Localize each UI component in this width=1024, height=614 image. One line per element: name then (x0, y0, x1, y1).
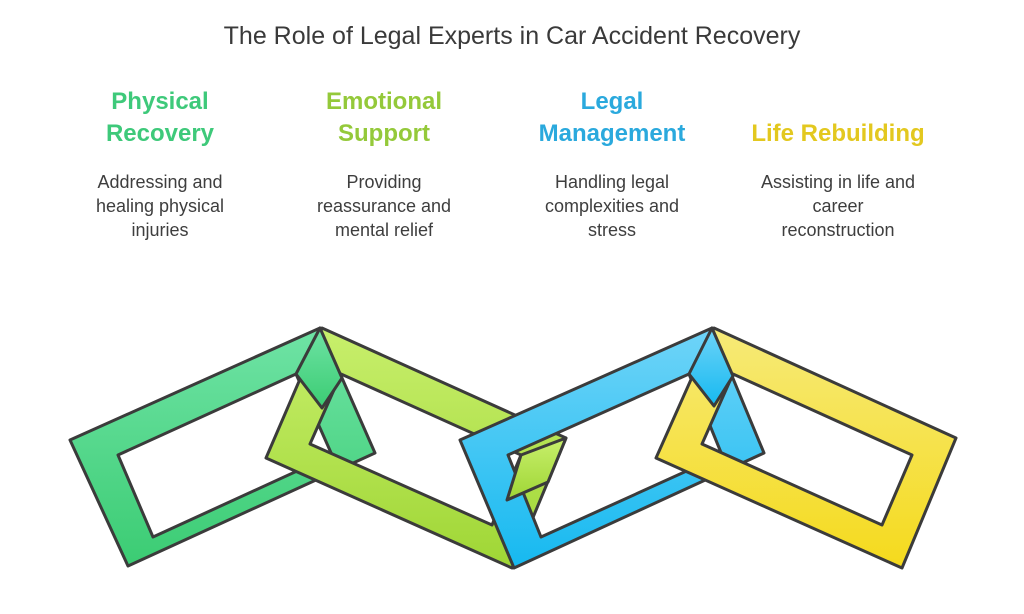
stage-physical-recovery: Physical Recovery Addressing and healing… (50, 86, 270, 242)
stage-life-rebuilding: Life Rebuilding Assisting in life and ca… (728, 86, 948, 242)
stage-description-line: stress (587, 220, 636, 240)
stage-heading-line: Life Rebuilding (751, 120, 925, 147)
stage-description-line: mental relief (334, 220, 434, 240)
stage-heading-line: Physical (111, 88, 209, 115)
stage-emotional-support: Emotional Support Providing reassurance … (274, 86, 494, 242)
stage-heading-line: Recovery (105, 120, 215, 147)
stage-heading-line: Legal (580, 88, 644, 115)
diagram-title: The Role of Legal Experts in Car Acciden… (223, 22, 801, 50)
chain-link-overlap (687, 326, 735, 408)
stage-heading: Emotional Support (274, 86, 494, 150)
stage-description-line: Addressing and (97, 172, 223, 192)
stage-legal-management: Legal Management Handling legal complexi… (502, 86, 722, 242)
stage-heading: Legal Management (502, 86, 722, 150)
chain-link-overlap (294, 326, 344, 410)
stage-heading: Life Rebuilding (728, 86, 948, 150)
stage-heading: Physical Recovery (50, 86, 270, 150)
stage-description-line: injuries (131, 220, 189, 240)
stage-description-line: reconstruction (781, 220, 895, 240)
stage-description-line: Handling legal (554, 172, 670, 192)
stage-description: Providing reassurance and mental relief (274, 170, 494, 242)
stage-description-line: reassurance and (316, 196, 452, 216)
stage-description-line: Providing (346, 172, 422, 192)
stage-heading-line: Support (338, 120, 430, 147)
stage-description-line: career (812, 196, 864, 216)
stage-description-line: Assisting in life and (760, 172, 916, 192)
stage-description: Assisting in life and career reconstruct… (728, 170, 948, 242)
stage-description-line: healing physical (95, 196, 225, 216)
stage-heading-line: Management (538, 120, 686, 147)
stage-description-line: complexities and (544, 196, 680, 216)
stage-heading-line: Emotional (325, 88, 442, 115)
chain-link-overlap (505, 436, 568, 502)
stage-description: Addressing and healing physical injuries (50, 170, 270, 242)
stage-description: Handling legal complexities and stress (502, 170, 722, 242)
chain-link-life-rebuilding (654, 326, 958, 570)
